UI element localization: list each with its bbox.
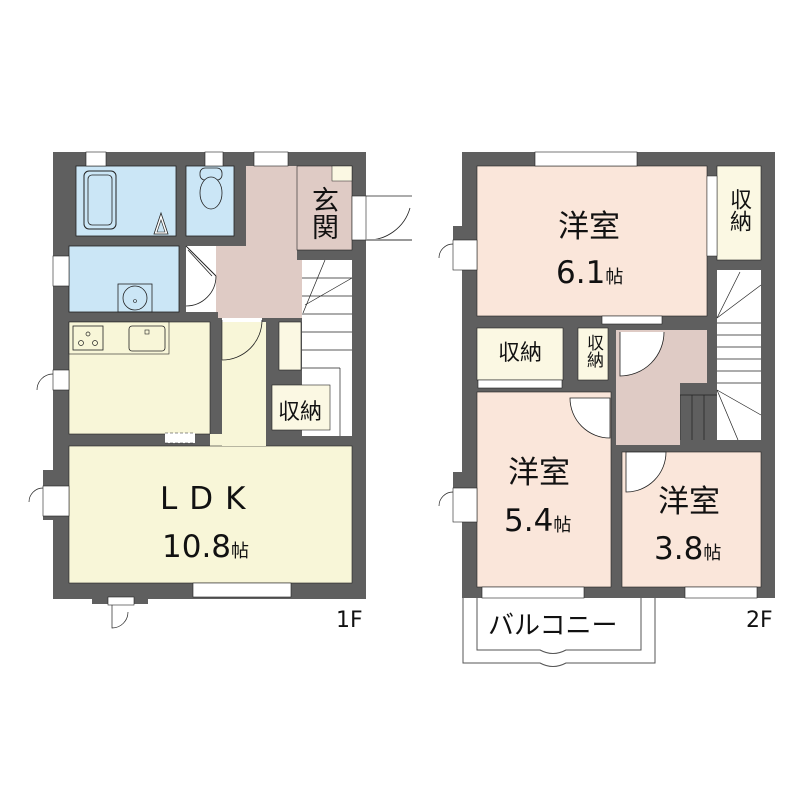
room-label-storage-2f-narrow: 収納 [583,334,603,368]
room-area-bedroom-3-8: 3.8帖 [654,534,721,565]
room-label-bedroom-6-1: 洋室 [558,209,620,245]
room-label-ldk: LDK [160,481,258,517]
room-label-storage-1f: 収納 [278,400,323,425]
room-label-bedroom-5-4: 洋室 [508,455,570,491]
room-label-storage-2f-right: 収納 [726,188,751,232]
storage-2f-narrow [577,327,609,381]
balcony-outline [462,598,656,667]
room-area-bedroom-6-1: 6.1帖 [556,258,623,289]
room-area-ldk: 10.8帖 [162,532,249,563]
stove-icon [72,325,104,351]
area-unit: 帖 [605,267,624,288]
area-unit: 帖 [703,543,722,564]
floor-1f-plan [28,151,412,629]
floor-label-2f: 2F [746,608,773,633]
area-value: 6.1 [556,255,606,291]
room-label-entrance: 玄関 [307,186,338,240]
sink-icon [128,325,166,352]
area-value: 3.8 [654,531,704,567]
washroom [68,245,180,313]
floor-2f-plan [438,151,775,667]
storage-1f [271,384,331,431]
area-value: 5.4 [504,503,554,539]
washbasin-icon [117,283,153,313]
storage-2f-wide [476,327,564,381]
area-unit: 帖 [231,541,250,562]
room-label-storage-2f-wide: 収納 [498,341,543,366]
floor-label-1f: 1F [336,608,363,633]
area-value: 10.8 [162,529,232,565]
area-unit: 帖 [553,515,572,536]
bathtub-icon [83,170,117,230]
room-label-bedroom-3-8: 洋室 [658,484,720,520]
room-area-bedroom-5-4: 5.4帖 [504,506,571,537]
storage-2f-right [716,165,762,261]
balcony-label: バルコニー [488,611,618,641]
staircase-2f [717,270,761,440]
